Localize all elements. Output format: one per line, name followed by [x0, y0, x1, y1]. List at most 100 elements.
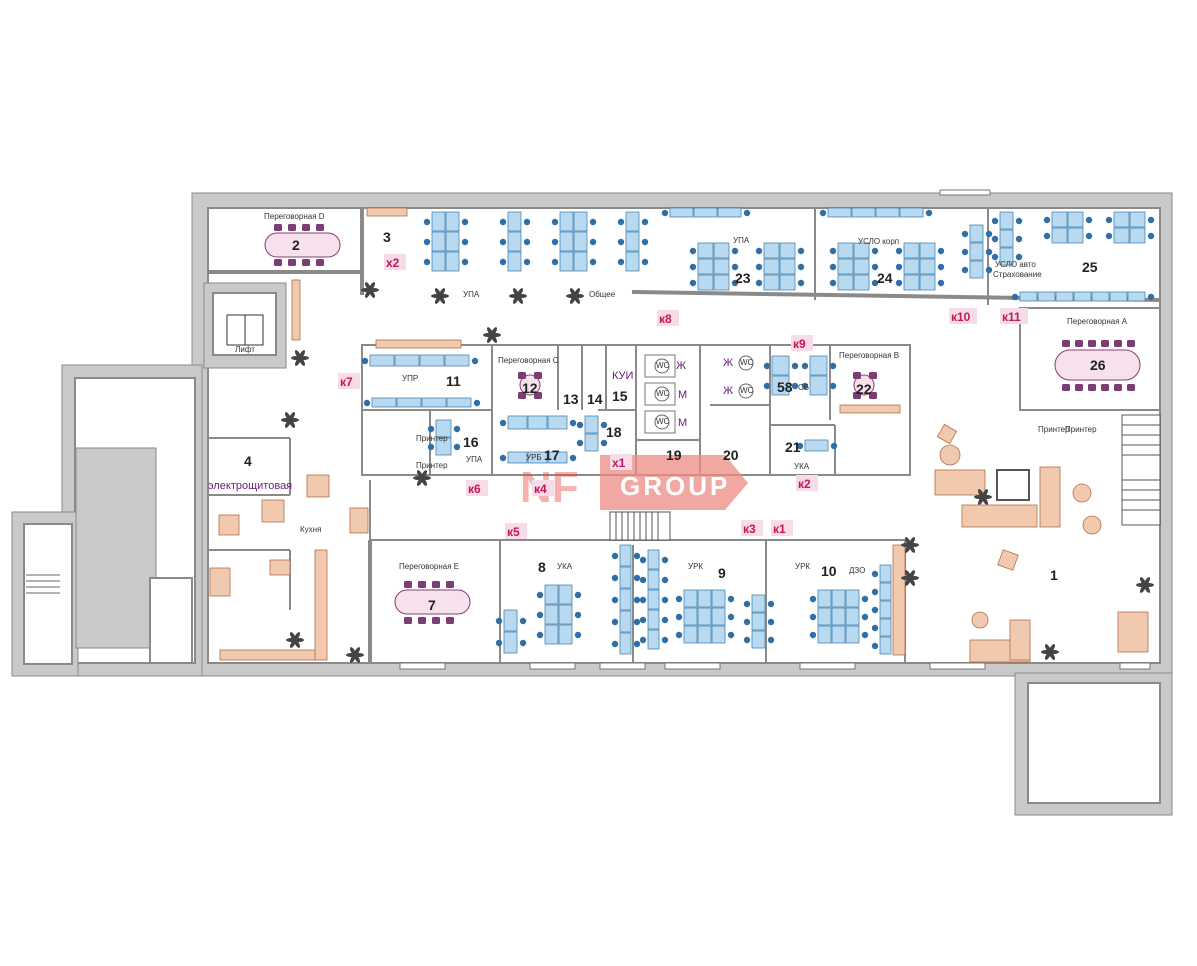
chair	[985, 230, 993, 238]
label-urb: УРБ	[526, 453, 542, 462]
label-urk-2: УРК	[795, 562, 810, 571]
desk	[1051, 211, 1068, 228]
desk	[919, 258, 936, 275]
desk	[507, 231, 522, 252]
desk	[851, 207, 876, 218]
room-number-25: 25	[1082, 259, 1098, 275]
label-urk-1: УРК	[688, 562, 703, 571]
chair	[519, 617, 527, 625]
chair	[363, 399, 371, 407]
badge-x2: х2	[386, 256, 400, 270]
desk	[446, 397, 472, 408]
room-number-16: 16	[463, 434, 479, 450]
kitchen-counter	[314, 549, 328, 661]
desk	[1073, 291, 1092, 302]
chair	[871, 624, 879, 632]
chair	[499, 238, 507, 246]
desk	[669, 207, 694, 218]
desk	[507, 415, 528, 430]
desk	[507, 451, 528, 464]
plant-leaf	[420, 470, 428, 479]
desk	[713, 274, 730, 291]
chair	[743, 636, 751, 644]
desk	[751, 630, 766, 649]
shelf	[366, 207, 408, 217]
chair	[551, 238, 559, 246]
chair	[576, 421, 584, 429]
chair	[471, 357, 479, 365]
desk	[1067, 211, 1084, 228]
chair	[791, 382, 799, 390]
desk	[751, 594, 766, 613]
meeting-chair	[288, 259, 296, 266]
chair	[523, 258, 531, 266]
meeting-chair	[853, 392, 861, 399]
desk	[547, 451, 568, 464]
desk	[693, 207, 718, 218]
chair	[639, 636, 647, 644]
chair	[895, 247, 903, 255]
desk	[809, 375, 828, 396]
chair	[871, 642, 879, 650]
desk	[875, 207, 900, 218]
chair	[1147, 293, 1155, 301]
meeting-chair	[1101, 340, 1109, 347]
chair	[961, 248, 969, 256]
meeting-chair	[869, 372, 877, 379]
chair	[1043, 216, 1051, 224]
location-badges: х1 х2 к1 к2 к3 к4 к5 к6 к7 к8 к9 к10 к11	[338, 254, 1028, 539]
chair	[1015, 217, 1023, 225]
room-number-2: 2	[292, 237, 300, 253]
meeting-chair	[1075, 384, 1083, 391]
desk	[697, 607, 712, 626]
label-meeting-b: Переговорная B	[839, 351, 899, 360]
chair	[819, 209, 827, 217]
desk	[507, 251, 522, 272]
desk	[779, 274, 796, 291]
desk	[1113, 227, 1130, 244]
label-kitchen: Кухня	[300, 525, 321, 534]
label-uka-2: УКА	[794, 462, 810, 471]
chair	[675, 613, 683, 621]
chair	[611, 574, 619, 582]
room-number-58: 58	[777, 379, 793, 395]
restrooms: WC WC WC WC WC Ж М М Ж Ж	[644, 354, 754, 434]
chair	[675, 631, 683, 639]
chair	[689, 263, 697, 271]
label-sb: СБ	[798, 383, 809, 392]
lift-icon: Лифт	[226, 314, 264, 354]
windows	[399, 189, 1151, 670]
chair	[661, 596, 669, 604]
chair	[991, 253, 999, 261]
chair	[727, 631, 735, 639]
room-number-10: 10	[821, 563, 837, 579]
desk	[845, 607, 860, 626]
desk	[817, 607, 832, 626]
desk	[558, 624, 573, 645]
desk	[647, 629, 660, 650]
chair	[1147, 232, 1155, 240]
desk	[544, 584, 559, 605]
chair	[689, 247, 697, 255]
desk	[853, 258, 870, 275]
desk	[879, 600, 892, 619]
room-number-12: 12	[522, 380, 538, 396]
desk	[431, 251, 446, 272]
chair	[755, 247, 763, 255]
label-uka-1: УКА	[557, 562, 573, 571]
chair	[633, 618, 641, 626]
chair	[536, 631, 544, 639]
desk	[817, 625, 832, 644]
chair	[1105, 232, 1113, 240]
badge-k10: к10	[951, 310, 971, 324]
meeting-tables	[264, 232, 1141, 615]
watermark-logo: NF GROUP	[520, 455, 748, 512]
desk	[853, 274, 870, 291]
desk	[431, 231, 446, 252]
room-number-17: 17	[544, 447, 560, 463]
chair	[661, 576, 669, 584]
chair	[611, 640, 619, 648]
stairs-east	[1121, 414, 1161, 526]
desk	[445, 211, 460, 232]
desk	[713, 258, 730, 275]
